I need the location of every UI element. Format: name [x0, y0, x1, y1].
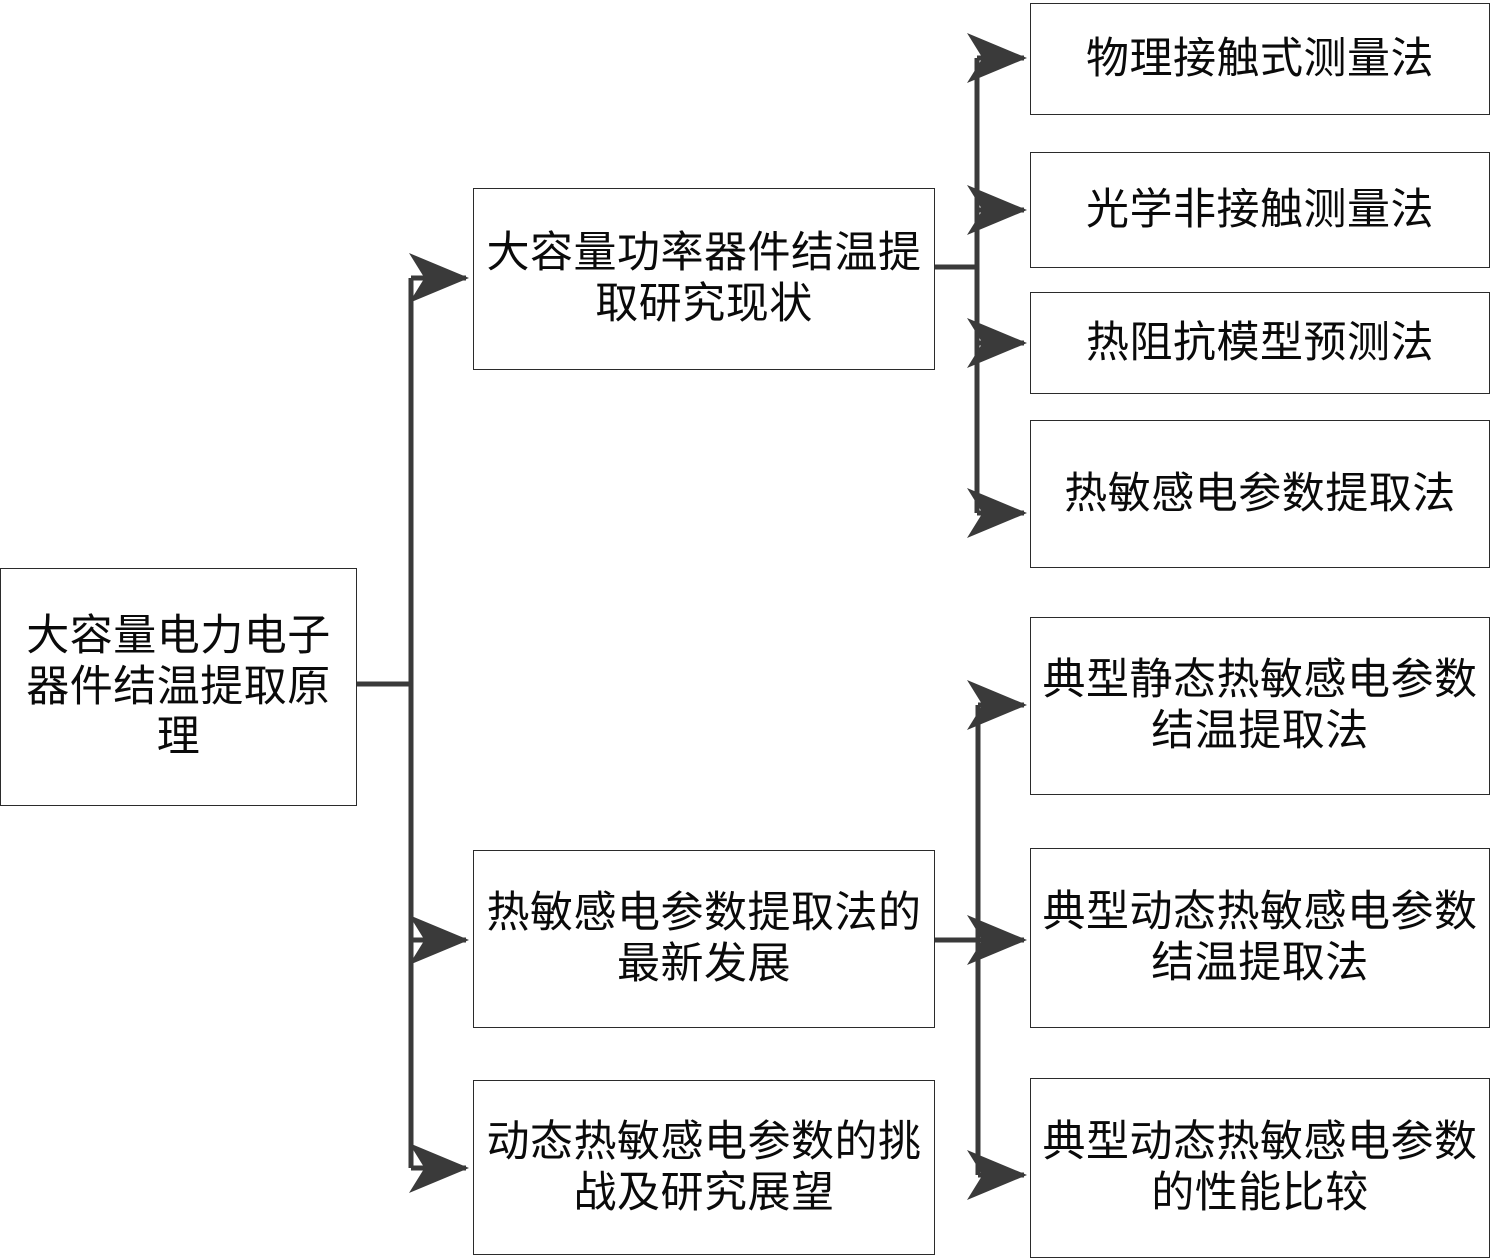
node-leaf-dynamic-tsep[interactable]: 典型动态热敏感电参数结温提取法 — [1030, 848, 1490, 1028]
node-leaf-thermal-impedance-model-label: 热阻抗模型预测法 — [1086, 317, 1434, 368]
node-leaf-tsep-extraction[interactable]: 热敏感电参数提取法 — [1030, 420, 1490, 568]
node-level2-tsep-development[interactable]: 热敏感电参数提取法的最新发展 — [473, 850, 935, 1028]
node-leaf-optical-noncontact-label: 光学非接触测量法 — [1086, 184, 1434, 235]
node-leaf-static-tsep-label: 典型静态热敏感电参数结温提取法 — [1042, 655, 1478, 756]
node-leaf-dynamic-tsep-label: 典型动态热敏感电参数结温提取法 — [1042, 887, 1478, 988]
node-leaf-tsep-extraction-label: 热敏感电参数提取法 — [1064, 468, 1456, 519]
node-root[interactable]: 大容量电力电子器件结温提取原理 — [0, 568, 357, 806]
node-leaf-dynamic-tsep-performance-label: 典型动态热敏感电参数的性能比较 — [1042, 1117, 1478, 1218]
node-leaf-physical-contact-label: 物理接触式测量法 — [1086, 33, 1434, 84]
node-leaf-static-tsep[interactable]: 典型静态热敏感电参数结温提取法 — [1030, 617, 1490, 795]
node-leaf-dynamic-tsep-performance[interactable]: 典型动态热敏感电参数的性能比较 — [1030, 1078, 1490, 1258]
node-level2-research-status[interactable]: 大容量功率器件结温提取研究现状 — [473, 188, 935, 370]
node-level2-research-status-label: 大容量功率器件结温提取研究现状 — [486, 228, 922, 329]
node-leaf-thermal-impedance-model[interactable]: 热阻抗模型预测法 — [1030, 292, 1490, 394]
node-root-label: 大容量电力电子器件结温提取原理 — [26, 610, 331, 763]
node-level2-challenges-outlook-label: 动态热敏感电参数的挑战及研究展望 — [486, 1116, 922, 1218]
node-leaf-physical-contact[interactable]: 物理接触式测量法 — [1030, 3, 1490, 115]
node-leaf-optical-noncontact[interactable]: 光学非接触测量法 — [1030, 152, 1490, 268]
node-level2-challenges-outlook[interactable]: 动态热敏感电参数的挑战及研究展望 — [473, 1080, 935, 1255]
node-level2-tsep-development-label: 热敏感电参数提取法的最新发展 — [486, 888, 922, 989]
